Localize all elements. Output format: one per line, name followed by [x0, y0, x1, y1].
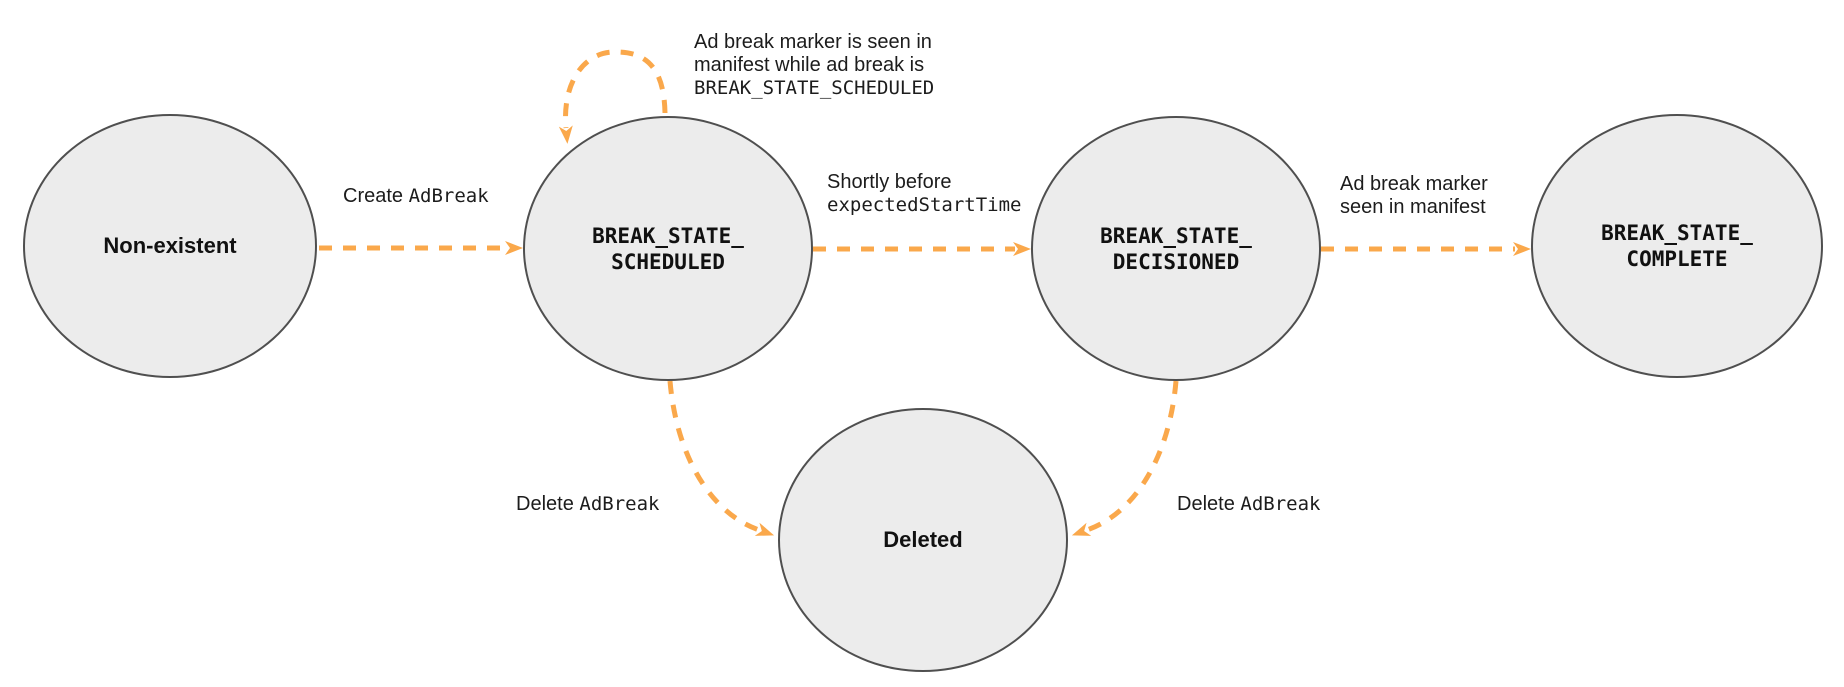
state-node-break-state-scheduled: BREAK_STATE_ SCHEDULED [523, 116, 813, 381]
edge-label-shortly-before: Shortly before expectedStartTime [827, 171, 1021, 217]
edge-label-code: AdBreak [1240, 493, 1321, 515]
edge-label-code: AdBreak [408, 185, 489, 207]
edge-label-create-adbreak: Create AdBreak [343, 185, 489, 208]
edge-label-line1: Shortly before [827, 171, 952, 193]
node-label: Non-existent [103, 233, 237, 258]
node-label-line1: BREAK_STATE_ [1100, 223, 1252, 248]
edge-label-code: expectedStartTime [827, 194, 1022, 216]
edge-label-text: Create [343, 185, 409, 207]
node-label-line1: BREAK_STATE_ [592, 223, 744, 248]
edge-label-text: Delete [516, 493, 580, 515]
edge-label-line2: manifest while ad break is [694, 54, 925, 76]
state-node-break-state-decisioned: BREAK_STATE_ DECISIONED [1031, 116, 1321, 381]
node-label-line2: DECISIONED [1112, 249, 1240, 274]
edge-label-line1: Ad break marker [1340, 173, 1488, 195]
edge-label-code: AdBreak [579, 493, 660, 515]
node-label-line2: COMPLETE [1626, 247, 1728, 271]
edge-self-loop-arrow [558, 49, 668, 144]
edge-label-code: BREAK_STATE_SCHEDULED [694, 77, 935, 99]
state-node-non-existent: Non-existent [23, 114, 317, 378]
node-label-line2: SCHEDULED [611, 249, 725, 274]
node-label-line1: BREAK_STATE_ [1601, 221, 1753, 245]
edge-delete-from-scheduled-arrow [667, 380, 775, 536]
edge-label-self-loop: Ad break marker is seen in manifest whil… [694, 31, 934, 100]
edge-delete-from-decisioned-arrow [1071, 380, 1179, 536]
state-node-break-state-complete: BREAK_STATE_ COMPLETE [1531, 114, 1823, 378]
node-label: Deleted [883, 527, 963, 552]
edge-label-line1: Ad break marker is seen in [694, 31, 932, 53]
edge-label-marker-seen: Ad break marker seen in manifest [1340, 173, 1488, 219]
edge-label-text: Delete [1177, 493, 1241, 515]
edge-label-delete-adbreak-right: Delete AdBreak [1177, 493, 1320, 516]
edge-label-line2: seen in manifest [1340, 196, 1486, 218]
edge-label-delete-adbreak-left: Delete AdBreak [516, 493, 659, 516]
state-node-deleted: Deleted [778, 408, 1068, 672]
